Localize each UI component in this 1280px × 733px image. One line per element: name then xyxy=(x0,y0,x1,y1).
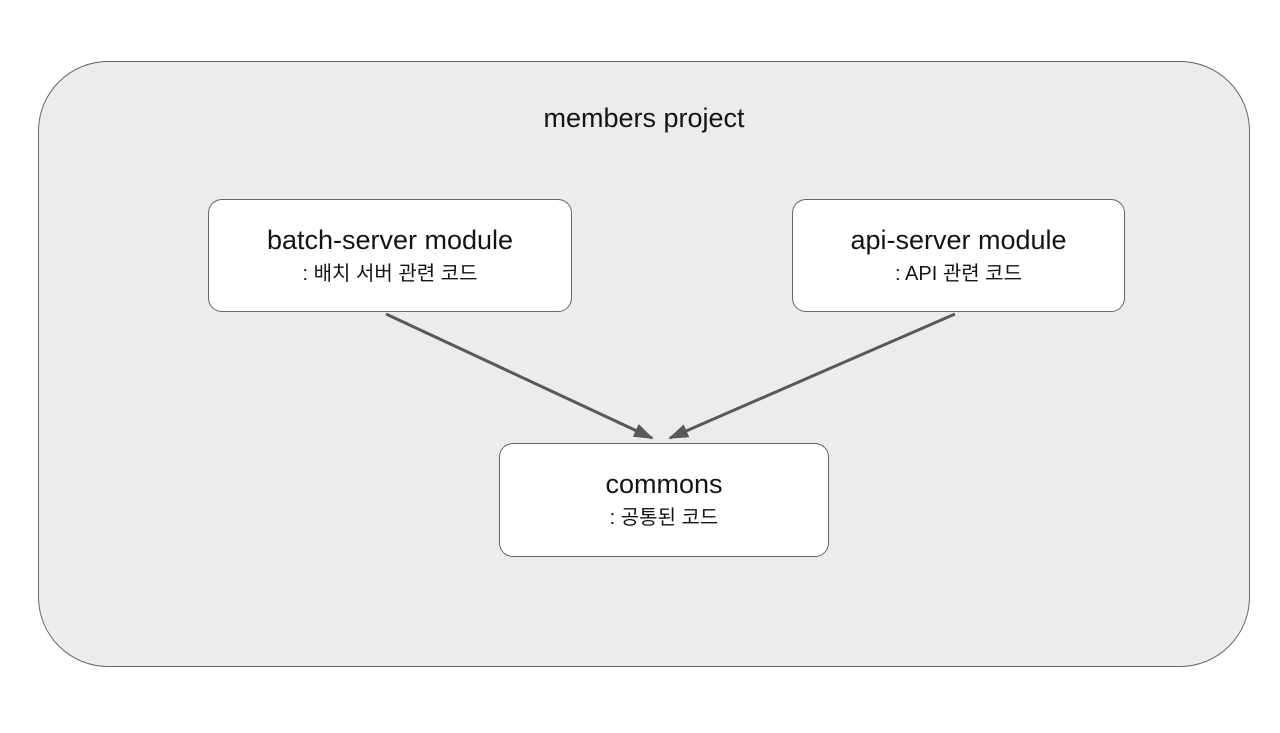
members-project-container: members project xyxy=(38,61,1250,667)
node-commons: commons : 공통된 코드 xyxy=(499,443,829,557)
node-subtitle: : API 관련 코드 xyxy=(895,262,1022,285)
node-title: api-server module xyxy=(850,224,1067,255)
node-subtitle: : 배치 서버 관련 코드 xyxy=(302,262,478,285)
node-title: commons xyxy=(605,469,723,499)
container-title: members project xyxy=(543,103,745,133)
node-subtitle: : 공통된 코드 xyxy=(609,507,719,529)
node-batch-server-module: batch-server module : 배치 서버 관련 코드 xyxy=(208,199,572,312)
node-title: batch-server module xyxy=(266,224,514,255)
node-api-server-module: api-server module : API 관련 코드 xyxy=(792,199,1125,312)
